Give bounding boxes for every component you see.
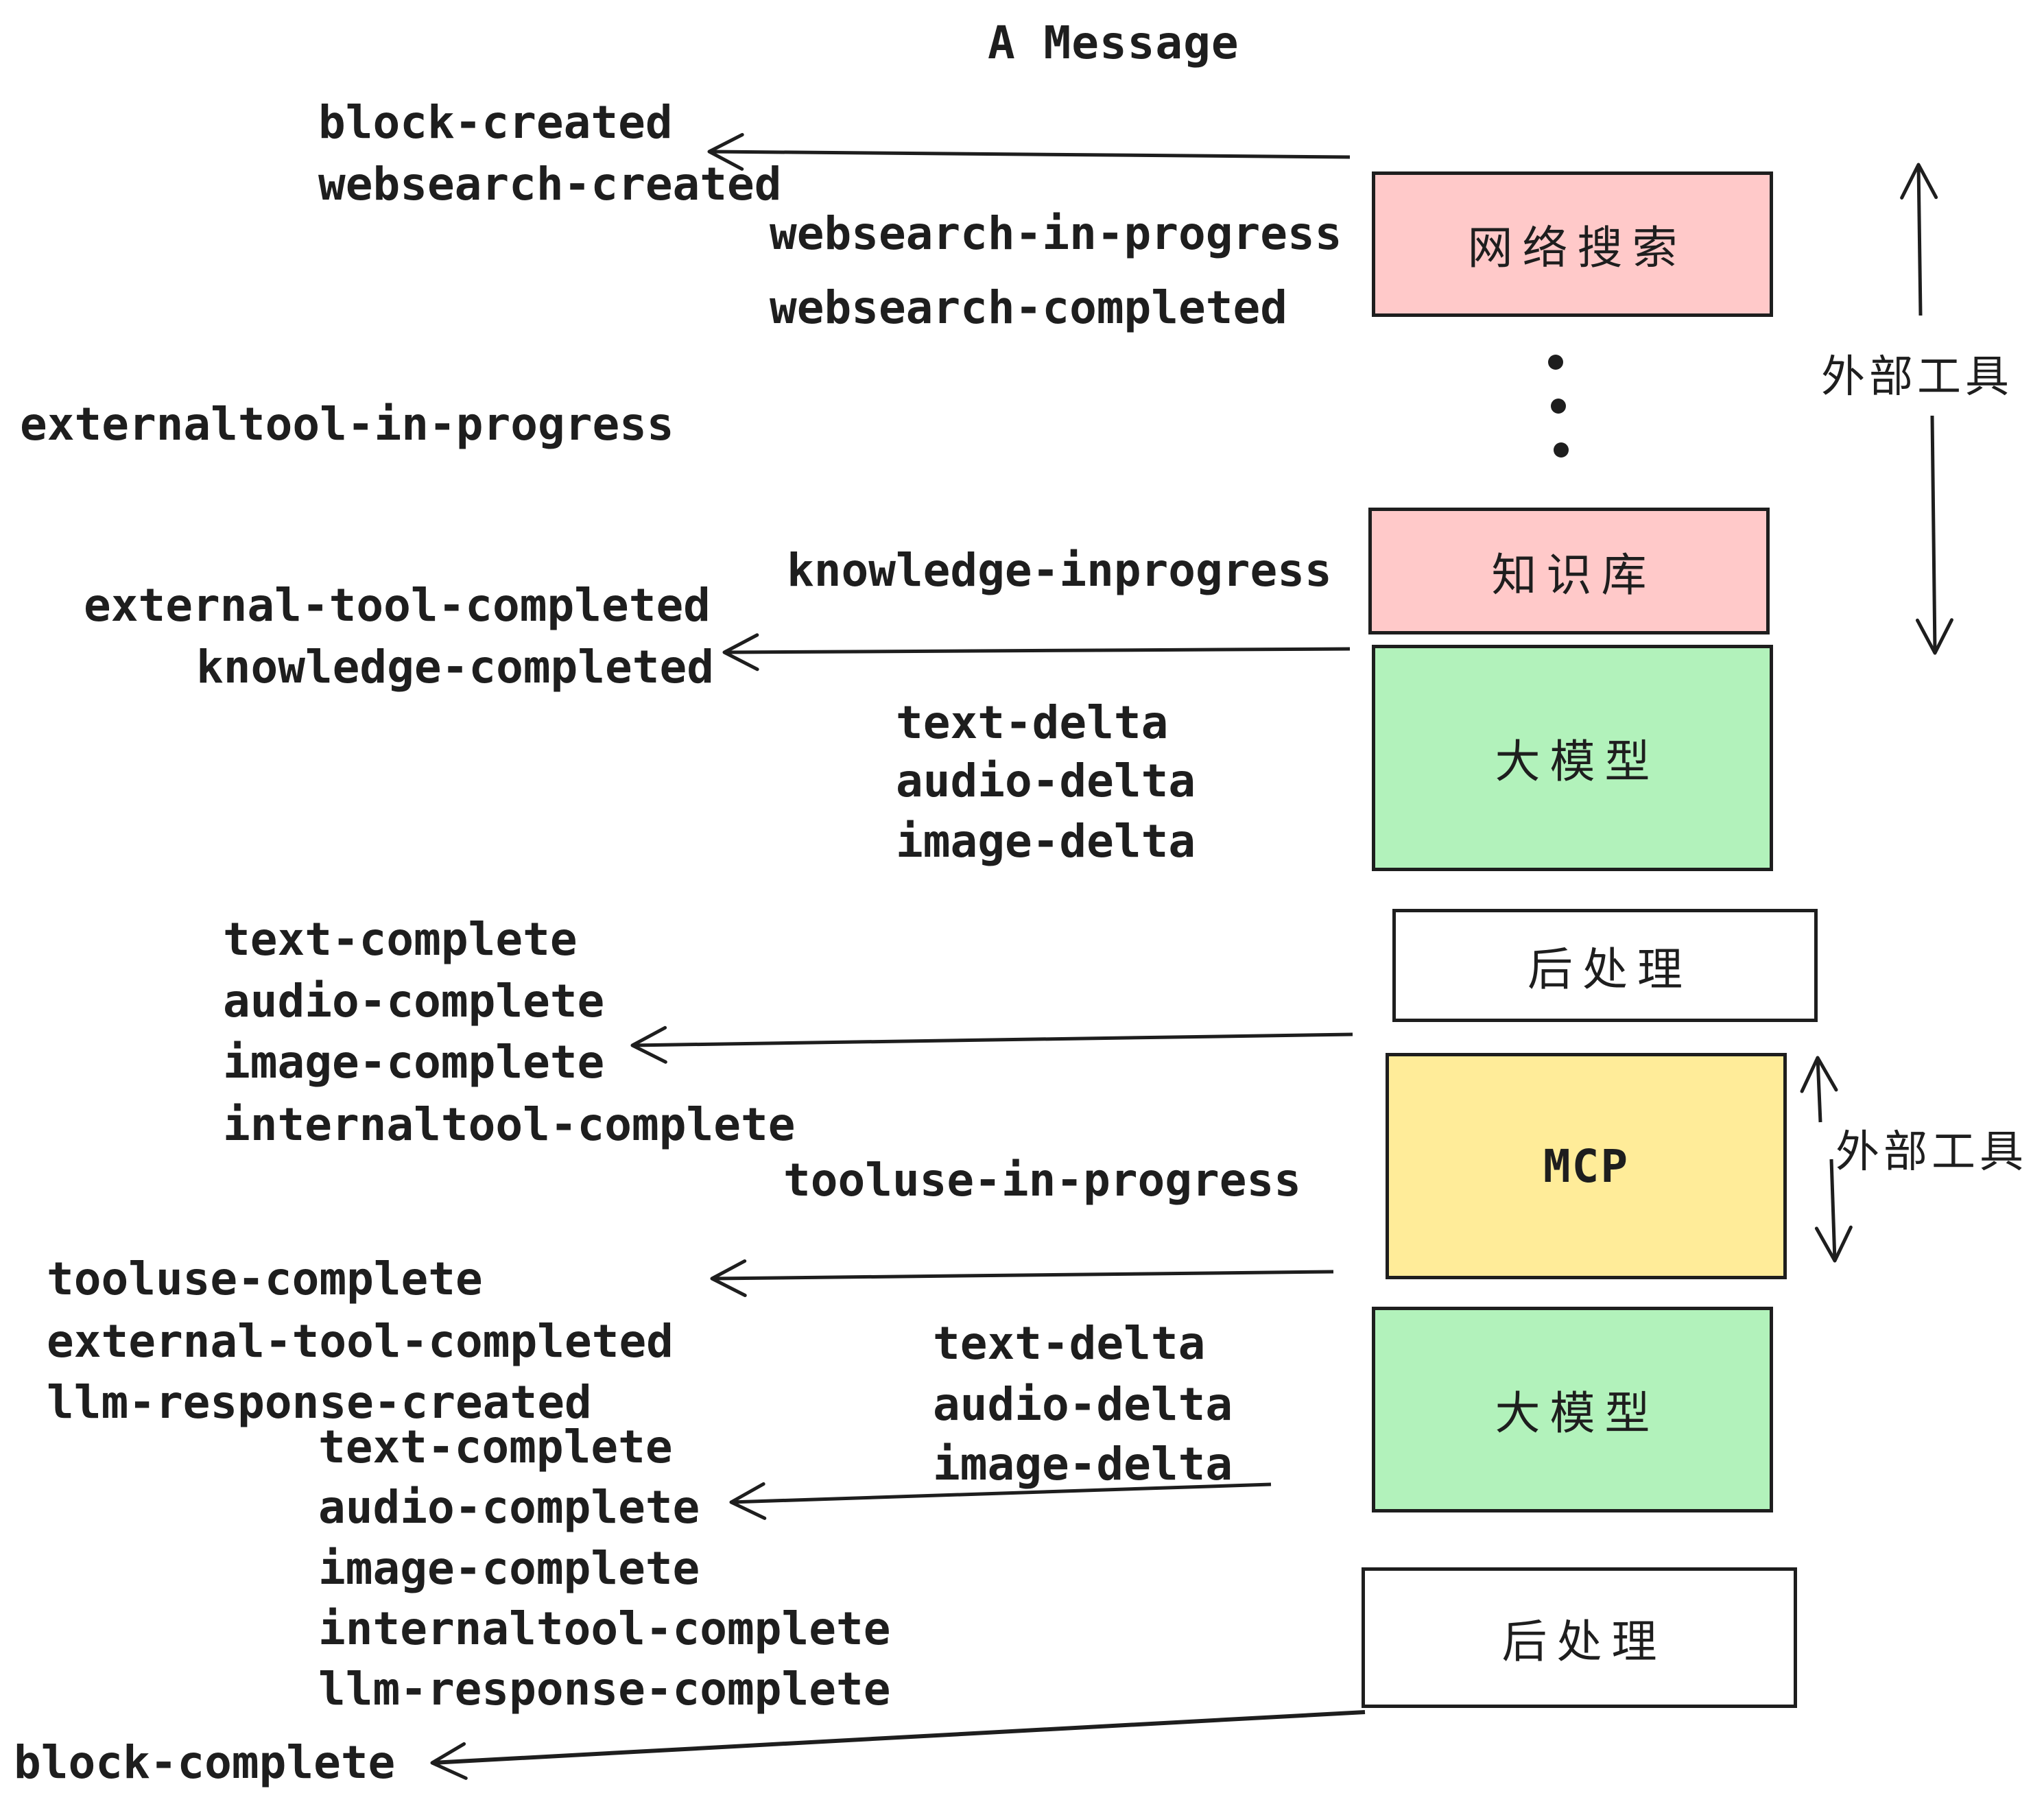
arrow-to-knowledge-completed (722, 633, 1351, 672)
event-label: block-created (318, 96, 673, 149)
event-label: tooluse-in-progress (783, 1154, 1301, 1207)
event-label: audio-complete (318, 1481, 700, 1534)
box-llm-1-label: 大模型 (1495, 736, 1660, 787)
external-tools-label-1: 外部工具 (1821, 352, 2013, 401)
event-label: text-delta (896, 696, 1169, 749)
event-label: internaltool-complete (318, 1602, 891, 1655)
event-label: websearch-completed (770, 281, 1287, 334)
external-tools-down-arrow-1 (1915, 415, 1953, 655)
page-title: A Message (988, 16, 1239, 69)
box-post-2-label: 后处理 (1501, 1615, 1667, 1667)
box-post-1-label: 后处理 (1528, 943, 1692, 995)
event-label: audio-delta (896, 755, 1196, 807)
event-label: knowledge-inprogress (787, 544, 1332, 597)
arrow-to-block-created (707, 132, 1351, 171)
event-label: websearch-in-progress (770, 207, 1342, 260)
box-mcp-label: MCP (1543, 1139, 1630, 1193)
box-llm-2-label: 大模型 (1495, 1388, 1660, 1438)
arrow-to-tooluse-complete (710, 1259, 1334, 1297)
box-knowledge: 知识库 (1368, 508, 1770, 634)
external-tools-label-2: 外部工具 (1835, 1127, 2028, 1176)
event-label: internaltool-complete (223, 1098, 796, 1151)
external-tools-up-arrow-2 (1800, 1056, 1838, 1123)
box-websearch: 网络搜索 (1372, 171, 1773, 317)
event-label: text-complete (318, 1421, 673, 1473)
arrow-to-block-complete (430, 1710, 1366, 1780)
event-label: text-complete (223, 913, 578, 966)
event-label: external-tool-completed (84, 579, 711, 632)
box-llm-2: 大模型 (1372, 1307, 1773, 1512)
event-label: tooluse-complete (47, 1253, 483, 1305)
event-label: audio-delta (933, 1378, 1233, 1431)
event-label: image-delta (896, 815, 1196, 868)
event-label: image-delta (933, 1438, 1233, 1491)
event-label: image-complete (318, 1542, 700, 1595)
event-label: websearch-created (318, 158, 782, 211)
event-label: audio-complete (223, 975, 605, 1028)
event-label: llm-response-complete (318, 1663, 891, 1716)
event-label: text-delta (933, 1317, 1206, 1370)
box-post-2: 后处理 (1362, 1567, 1797, 1708)
box-knowledge-label: 知识库 (1491, 549, 1656, 600)
event-label: llm-response-created (47, 1376, 592, 1429)
box-post-1: 后处理 (1392, 909, 1818, 1022)
external-tools-up-arrow-1 (1900, 163, 1938, 316)
ellipsis-dots (1548, 355, 1569, 458)
box-mcp: MCP (1386, 1053, 1787, 1279)
event-label: external-tool-completed (47, 1315, 674, 1368)
event-label: externaltool-in-progress (20, 398, 674, 451)
event-label: block-complete (14, 1736, 396, 1789)
event-label: knowledge-completed (196, 641, 714, 693)
box-llm-1: 大模型 (1372, 645, 1773, 871)
event-label: image-complete (223, 1036, 605, 1089)
external-tools-down-arrow-2 (1814, 1159, 1853, 1263)
box-websearch-label: 网络搜索 (1467, 222, 1687, 273)
arrow-to-image-complete (630, 1025, 1353, 1064)
